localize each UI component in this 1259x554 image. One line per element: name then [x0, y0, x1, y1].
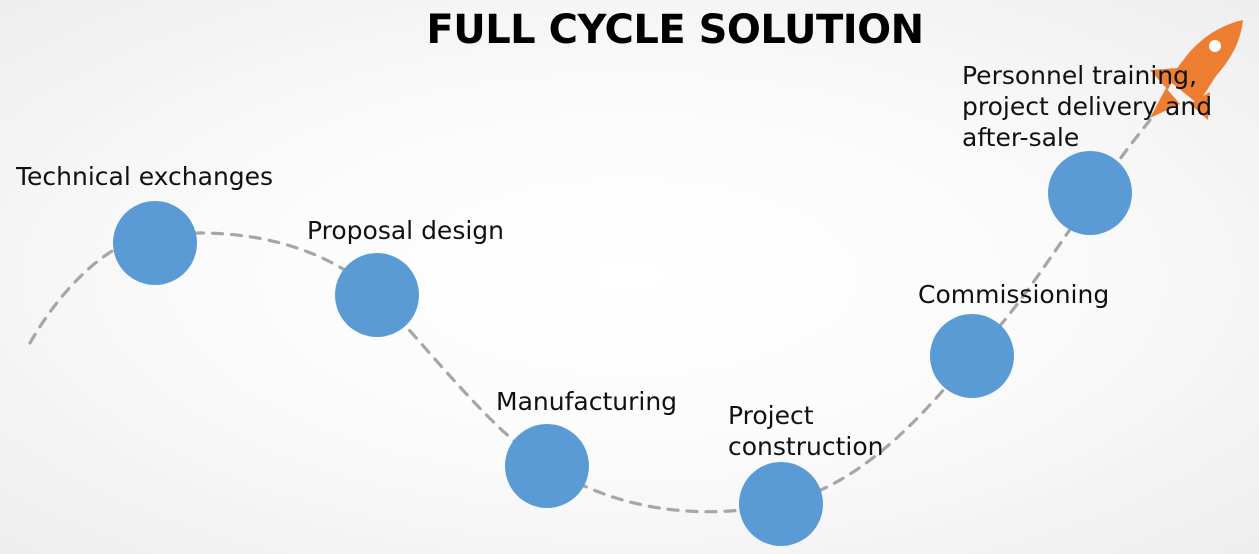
step-label-line: Commissioning: [918, 280, 1110, 309]
step-label-line: construction: [728, 432, 884, 461]
step-node: [335, 253, 419, 337]
page-title: FULL CYCLE SOLUTION: [426, 7, 924, 53]
step-node: [113, 201, 197, 285]
step-label-line: after-sale: [962, 123, 1080, 152]
step-label-project-construction: Project construction: [728, 400, 883, 462]
step-node: [505, 424, 589, 508]
rocket-icon: [1150, 20, 1243, 120]
step-label-commissioning: Commissioning: [918, 279, 1109, 310]
step-node: [739, 462, 823, 546]
step-node: [930, 314, 1014, 398]
step-label-line: Proposal design: [307, 216, 504, 245]
step-label-personnel-training: Personnel training, project delivery and…: [962, 60, 1212, 153]
step-label-line: Personnel training,: [962, 61, 1197, 90]
step-label-line: project delivery and: [962, 92, 1213, 121]
step-label-proposal-design: Proposal design: [307, 215, 504, 246]
step-label-manufacturing: Manufacturing: [496, 386, 677, 417]
step-label-line: Technical exchanges: [16, 162, 274, 191]
step-label-line: Manufacturing: [496, 387, 678, 416]
step-label-line: Project: [728, 401, 814, 430]
step-label-technical-exchanges: Technical exchanges: [16, 161, 273, 192]
step-node: [1048, 151, 1132, 235]
